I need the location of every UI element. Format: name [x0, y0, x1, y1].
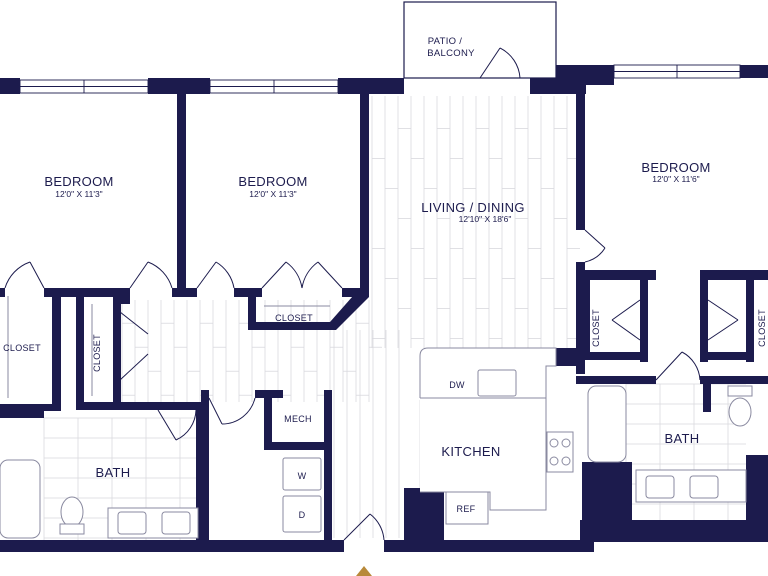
door-swing-icon: [4, 261, 45, 289]
door-swing-icon: [261, 261, 303, 289]
door-swing-icon: [479, 47, 521, 79]
bedroom-1-dims: 12'0" X 11'3": [55, 189, 102, 199]
door-swing-icon: [301, 261, 343, 289]
door-swing-icon: [196, 261, 235, 289]
closet-bed2-label: CLOSET: [275, 313, 313, 323]
window-icon: [209, 79, 339, 94]
bedroom-2-label: BEDROOM: [238, 174, 307, 189]
door-swing-icon: [655, 351, 701, 381]
door-swing-icon: [343, 513, 385, 541]
doors: [4, 47, 739, 541]
door-swing-icon: [157, 409, 197, 441]
door-swing-icon: [129, 261, 173, 289]
walls: [0, 65, 768, 552]
bedroom-1-label: BEDROOM: [44, 174, 113, 189]
bath-1-label: BATH: [96, 465, 131, 480]
washer: [282, 457, 322, 491]
door-swing-icon: [584, 229, 606, 263]
closet-hall-label: CLOSET: [92, 334, 102, 372]
kitchen-counter: [419, 347, 557, 511]
cooktop: [546, 431, 574, 473]
door-swing-icon: [611, 299, 641, 341]
labels: PATIO / BALCONY BEDROOM 12'0" X 11'3" BE…: [3, 36, 767, 520]
entry-arrow-icon: [356, 566, 372, 576]
refrigerator-label: REF: [457, 504, 476, 514]
mech-label: MECH: [284, 414, 312, 424]
door-swing-icon: [707, 299, 739, 341]
closet-left-label: CLOSET: [3, 343, 41, 353]
bedroom-3-dims: 12'0" X 11'6": [652, 174, 699, 184]
window-icon: [613, 64, 741, 79]
living-dims: 12'10" X 18'6": [459, 214, 512, 224]
closet-bed3-left-label: CLOSET: [591, 309, 601, 347]
dishwasher-label: DW: [449, 380, 465, 390]
toilet: [728, 397, 752, 427]
kitchen-label: KITCHEN: [441, 444, 500, 459]
washer-label: W: [298, 471, 307, 481]
bath-2-label: BATH: [665, 431, 700, 446]
fixtures: [0, 296, 753, 539]
bedroom-2-dims: 12'0" X 11'3": [249, 189, 296, 199]
bath-tiles: [43, 383, 746, 540]
patio-label-2: BALCONY: [427, 48, 475, 59]
kitchen-sink: [477, 369, 517, 397]
refrigerator: [445, 491, 489, 525]
bathtub: [0, 459, 41, 539]
living-label: LIVING / DINING: [421, 200, 524, 215]
dryer-label: D: [299, 510, 306, 520]
bathtub: [587, 385, 627, 463]
door-swing-icon: [119, 311, 149, 381]
patio-label-1: PATIO /: [428, 36, 463, 47]
door-swing-icon: [208, 397, 256, 425]
dryer: [282, 495, 322, 533]
bedroom-3-label: BEDROOM: [641, 160, 710, 175]
toilet: [60, 496, 84, 528]
closet-bed3-right-label: CLOSET: [757, 309, 767, 347]
window-icon: [19, 79, 149, 94]
